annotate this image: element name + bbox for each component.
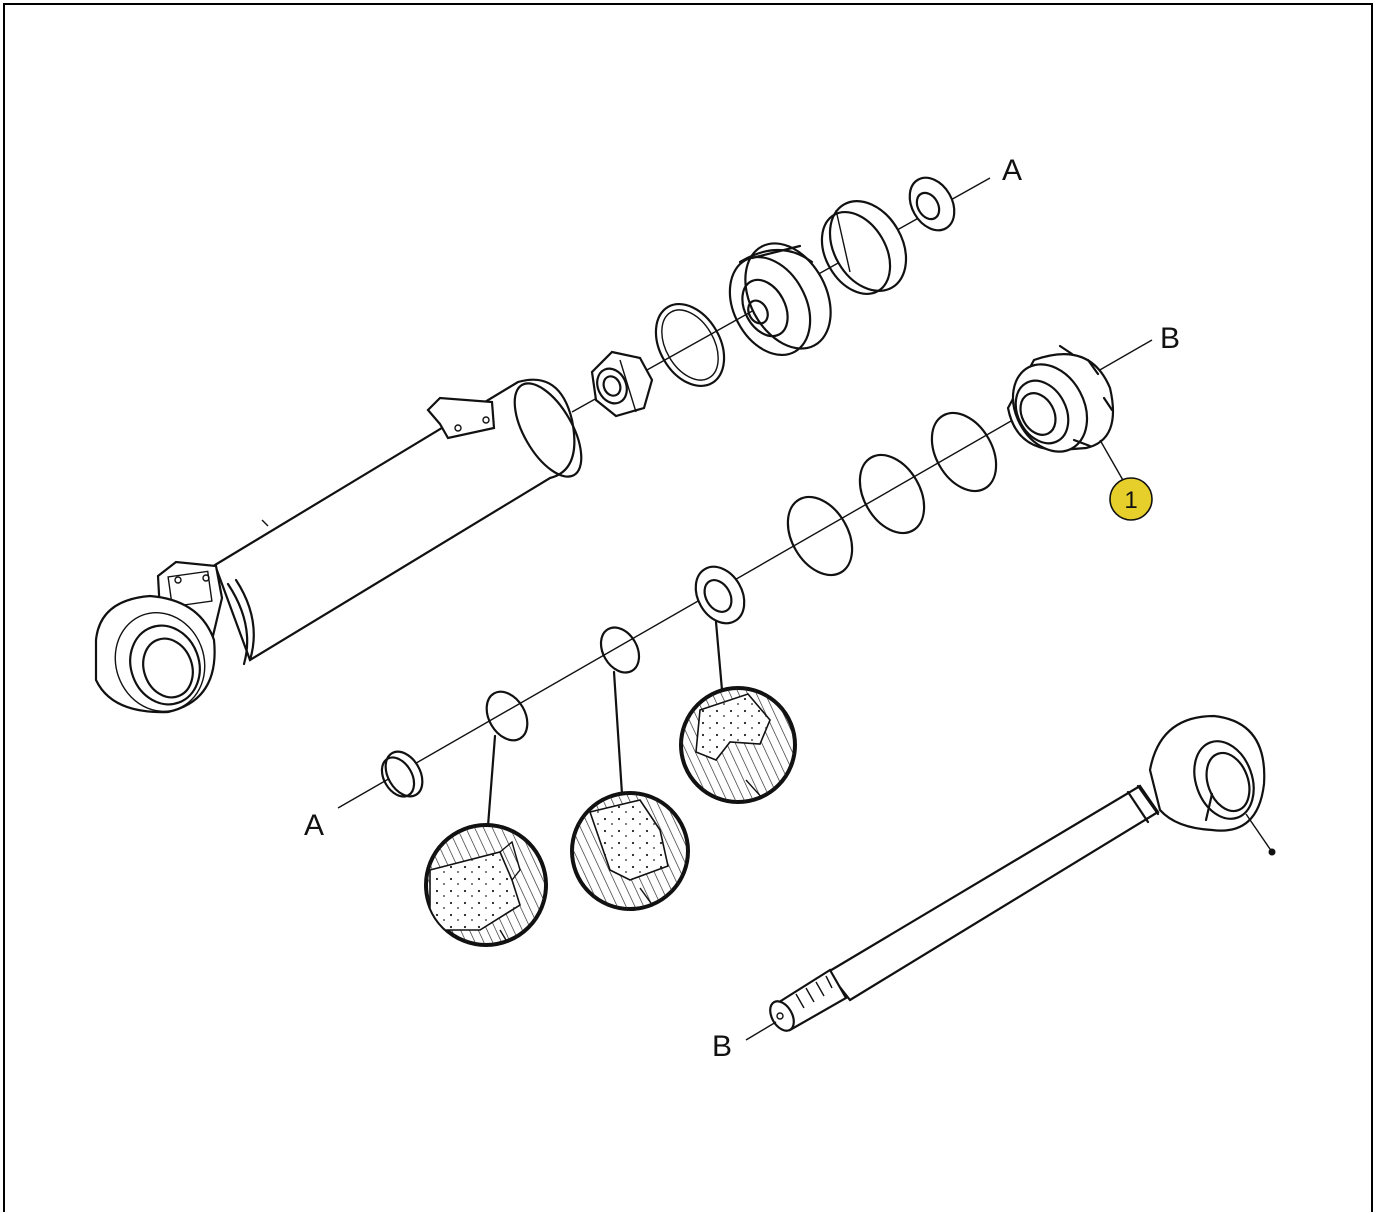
piston-rod [769, 714, 1276, 1032]
wear-ring-top [820, 199, 908, 296]
detail-view-seal-1 [424, 823, 548, 947]
assembly-axis-b-bottom [745, 1021, 777, 1041]
seal-ring-3 [694, 565, 746, 692]
callout-badge-1[interactable]: 1 [1109, 477, 1153, 521]
bushing-left [380, 750, 424, 798]
callout-number: 1 [1124, 487, 1137, 514]
detail-view-wiper [679, 686, 797, 804]
label-b-bottom: B [712, 1030, 732, 1063]
label-a-bottom: A [304, 809, 324, 842]
seal-ring-1 [485, 690, 529, 828]
backup-ring-2 [858, 453, 926, 535]
cylinder-barrel [94, 378, 583, 714]
label-b-top: B [1160, 322, 1180, 355]
piston-nut [590, 350, 654, 418]
callout-leader-1 [1099, 439, 1125, 483]
detail-view-seal-2 [570, 791, 690, 911]
seal-ring-2 [599, 626, 641, 796]
label-a-top: A [1002, 154, 1022, 187]
backup-ring-1 [786, 495, 854, 577]
callout-circle[interactable] [1109, 477, 1153, 521]
cylinder-head-gland [1006, 344, 1114, 453]
o-ring-top [654, 302, 726, 388]
backup-ring-3 [930, 411, 998, 493]
seal-top [908, 176, 956, 232]
piston [728, 242, 832, 357]
diagram-frame [3, 3, 1373, 1212]
